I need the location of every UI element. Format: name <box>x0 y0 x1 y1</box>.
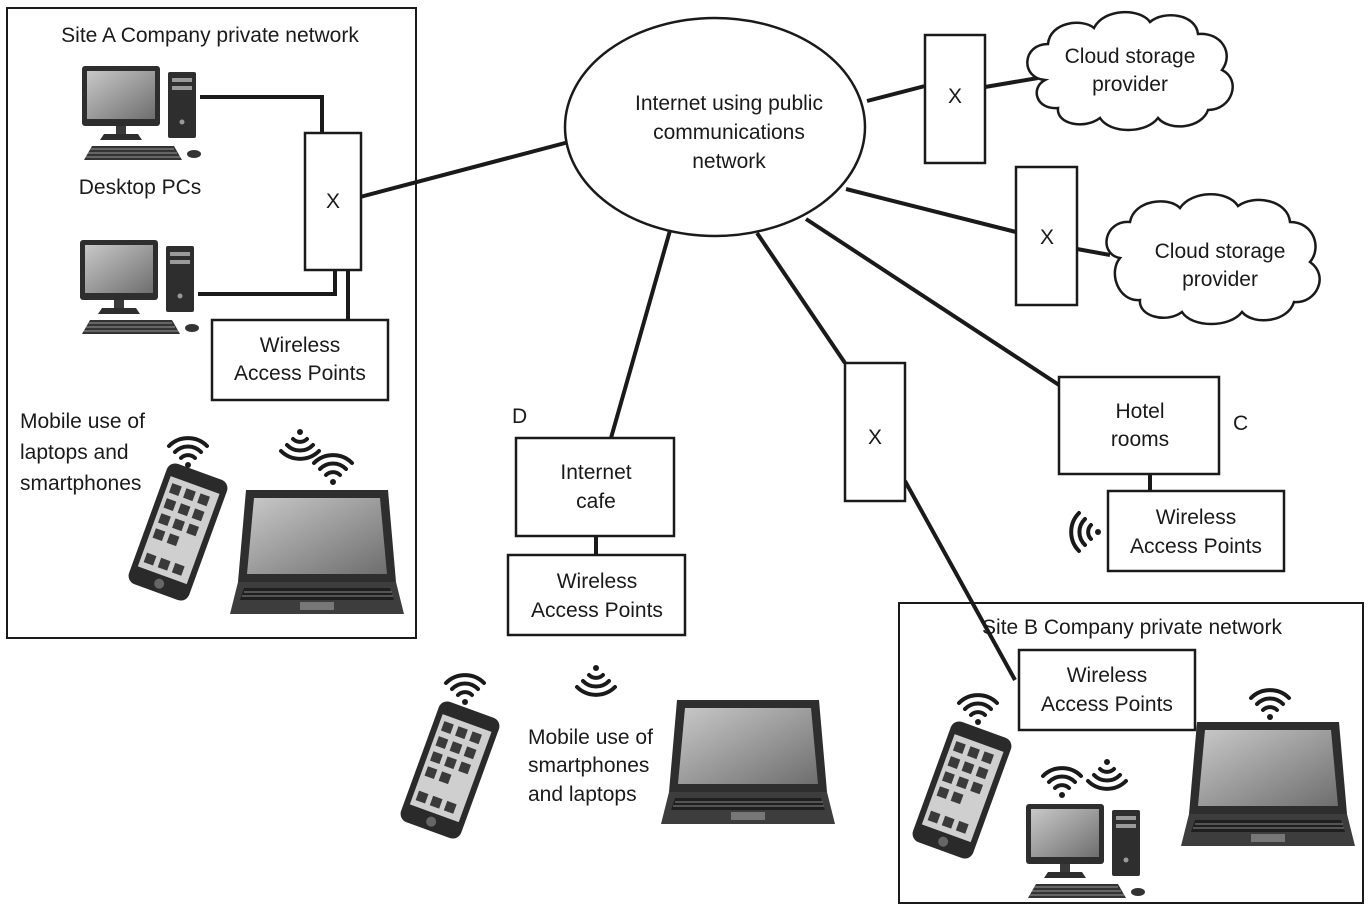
wap-cafe-line1: Wireless <box>557 570 638 593</box>
wifi-signal-icon <box>444 673 486 707</box>
firewall-label: X <box>948 85 962 108</box>
wap-site-a-line2: Access Points <box>234 362 366 385</box>
firewall-site-a <box>303 131 363 272</box>
cloud-icon <box>1105 193 1321 326</box>
firewall-cloud-2 <box>1014 165 1079 307</box>
laptop-icon <box>660 699 836 825</box>
wap-site-b <box>1017 648 1197 732</box>
smartphone-icon <box>910 718 1014 862</box>
cloud-2-line1: Cloud storage <box>1155 240 1286 263</box>
wifi-signal-icon <box>957 693 999 727</box>
internet-line2: communications <box>653 121 805 144</box>
laptop-icon <box>229 489 405 615</box>
wifi-signal-icon <box>279 427 321 461</box>
wifi-signal-icon <box>1249 688 1291 722</box>
internet-ellipse <box>563 16 867 238</box>
wifi-signal-icon <box>1041 766 1083 800</box>
site-b-title: Site B Company private network <box>982 616 1282 639</box>
cafe-line2: cafe <box>576 490 616 513</box>
hotel-line2: rooms <box>1111 428 1169 451</box>
wifi-signal-icon <box>312 453 354 487</box>
cafe-line1: Internet <box>560 461 631 484</box>
link-internet-firewall-cloud2 <box>845 187 1017 234</box>
smartphone-icon <box>126 460 230 604</box>
wap-site-b-line2: Access Points <box>1041 693 1173 716</box>
firewall-label: X <box>868 426 882 449</box>
internet-cafe-box <box>514 436 676 538</box>
cloud-1-line2: provider <box>1092 73 1168 96</box>
link-firewall-cloud2 <box>1076 247 1111 257</box>
link-firewall-cloud1 <box>984 76 1039 89</box>
link-desktop2-firewall <box>198 270 337 296</box>
smartphone-icon <box>398 698 502 842</box>
desktop-pcs-label: Desktop PCs <box>79 176 202 199</box>
wap-hotel-line1: Wireless <box>1156 506 1237 529</box>
wifi-signal-icon <box>1069 511 1103 553</box>
hotel-marker: C <box>1233 412 1248 435</box>
laptop-icon <box>1180 721 1356 847</box>
firewall-label: X <box>326 190 340 213</box>
hotel-rooms-box <box>1057 375 1221 476</box>
wap-site-a-line1: Wireless <box>260 334 341 357</box>
wap-site-a <box>210 318 390 402</box>
cloud-2-line2: provider <box>1182 268 1258 291</box>
link-internet-firewall-cloud1 <box>866 84 926 103</box>
desktop-pc-icon <box>1025 803 1146 899</box>
wifi-signal-icon <box>1086 757 1128 791</box>
internet-line1: Internet using public <box>635 92 823 115</box>
link-internet-hotel <box>804 217 1061 387</box>
site-a-frame <box>6 7 417 639</box>
mobile-cafe-line1: Mobile use of <box>528 726 653 749</box>
wap-cafe <box>506 553 687 637</box>
cafe-marker: D <box>512 405 527 428</box>
link-firewall-b-site-b <box>903 480 1017 681</box>
wap-cafe-line2: Access Points <box>531 599 663 622</box>
mobile-a-line3: smartphones <box>20 472 141 495</box>
link-firewall-a-internet <box>359 136 585 199</box>
mobile-cafe-line2: smartphones <box>528 754 649 777</box>
cloud-1-line1: Cloud storage <box>1065 45 1196 68</box>
link-internet-firewall-b <box>755 231 847 365</box>
desktop-pc-icon <box>79 239 200 335</box>
connection-lines <box>198 76 1152 681</box>
mobile-a-line1: Mobile use of <box>20 410 145 433</box>
mobile-a-line2: laptops and <box>20 441 129 464</box>
desktop-pc-icon <box>81 65 202 161</box>
mobile-cafe-line3: and laptops <box>528 783 637 806</box>
site-b-frame <box>898 602 1364 904</box>
link-internet-cafe <box>609 226 673 439</box>
wifi-signal-icon <box>575 663 617 697</box>
hotel-line1: Hotel <box>1115 400 1164 423</box>
internet-line3: network <box>692 150 766 173</box>
link-desktop1-firewall <box>200 95 324 133</box>
firewall-label: X <box>1040 226 1054 249</box>
cloud-icon <box>1026 10 1234 132</box>
firewall-site-b <box>843 361 907 503</box>
wap-hotel-line2: Access Points <box>1130 535 1262 558</box>
site-a-title: Site A Company private network <box>61 24 359 47</box>
firewall-cloud-1 <box>923 33 987 165</box>
wap-site-b-line1: Wireless <box>1067 664 1148 687</box>
wap-hotel <box>1106 489 1286 573</box>
